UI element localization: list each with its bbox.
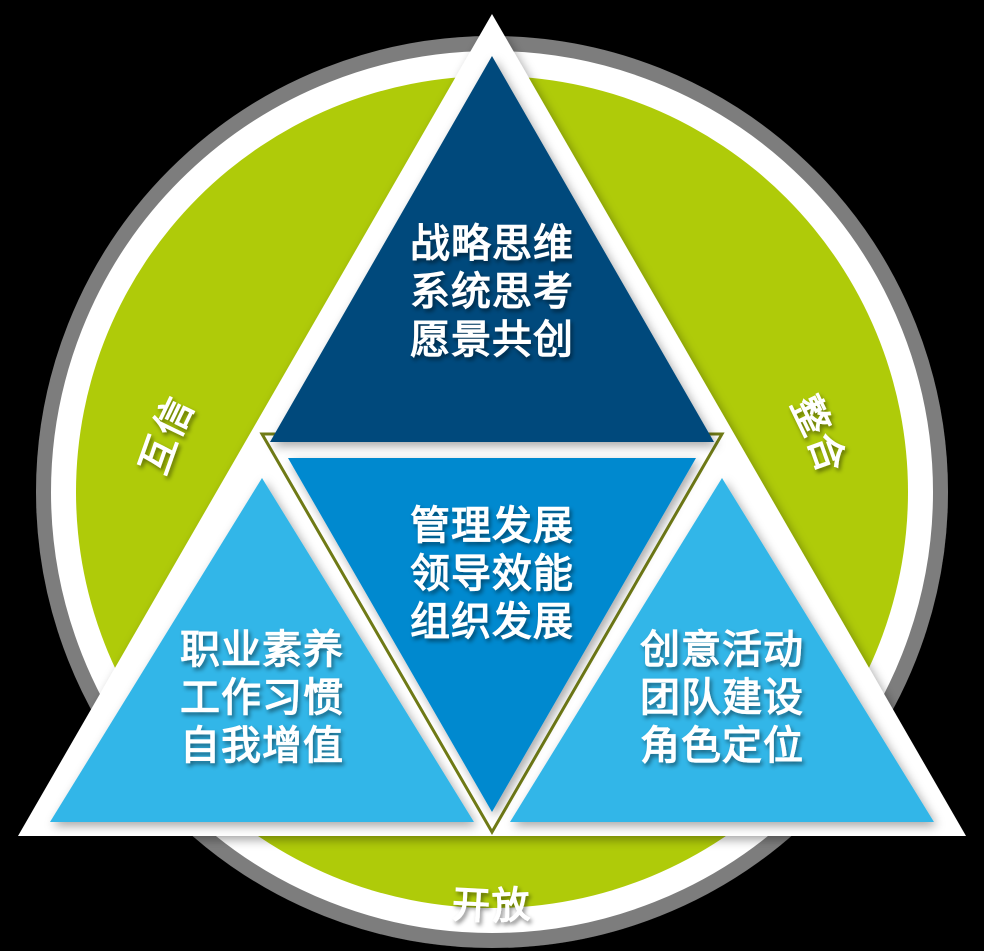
segment-center-shape[interactable]: [288, 458, 696, 812]
segment-top-line-2: 系统思考: [410, 269, 574, 315]
segment-right-line-1: 创意活动: [640, 627, 804, 673]
segment-right-shape[interactable]: [510, 478, 934, 822]
svg-text:开放: 开放: [451, 882, 533, 928]
segment-right[interactable]: 创意活动 团队建设 角色定位: [510, 478, 934, 822]
segment-top-line-3: 愿景共创: [410, 317, 574, 363]
segment-center-line-3: 组织发展: [410, 599, 574, 645]
segment-right-line-2: 团队建设: [640, 675, 804, 721]
segment-left-line-3: 自我增值: [180, 723, 344, 769]
segment-center-line-1: 管理发展: [410, 503, 574, 549]
segment-left-line-1: 职业素养: [180, 627, 344, 673]
segment-top[interactable]: 战略思维 系统思考 愿景共创: [270, 56, 714, 442]
segment-left-shape[interactable]: [50, 478, 474, 822]
segment-right-line-3: 角色定位: [640, 723, 804, 769]
ring-label-bottom: 开放: [451, 882, 533, 928]
segment-center-line-2: 领导效能: [410, 551, 574, 597]
ring-label-bottom-text: 开放: [451, 882, 531, 928]
segment-top-shape[interactable]: [270, 56, 714, 442]
segment-top-line-1: 战略思维: [410, 221, 574, 267]
segment-left[interactable]: 职业素养 工作习惯 自我增值: [50, 478, 474, 822]
segment-center[interactable]: 管理发展 领导效能 组织发展: [288, 458, 696, 812]
segment-left-line-2: 工作习惯: [180, 675, 344, 721]
